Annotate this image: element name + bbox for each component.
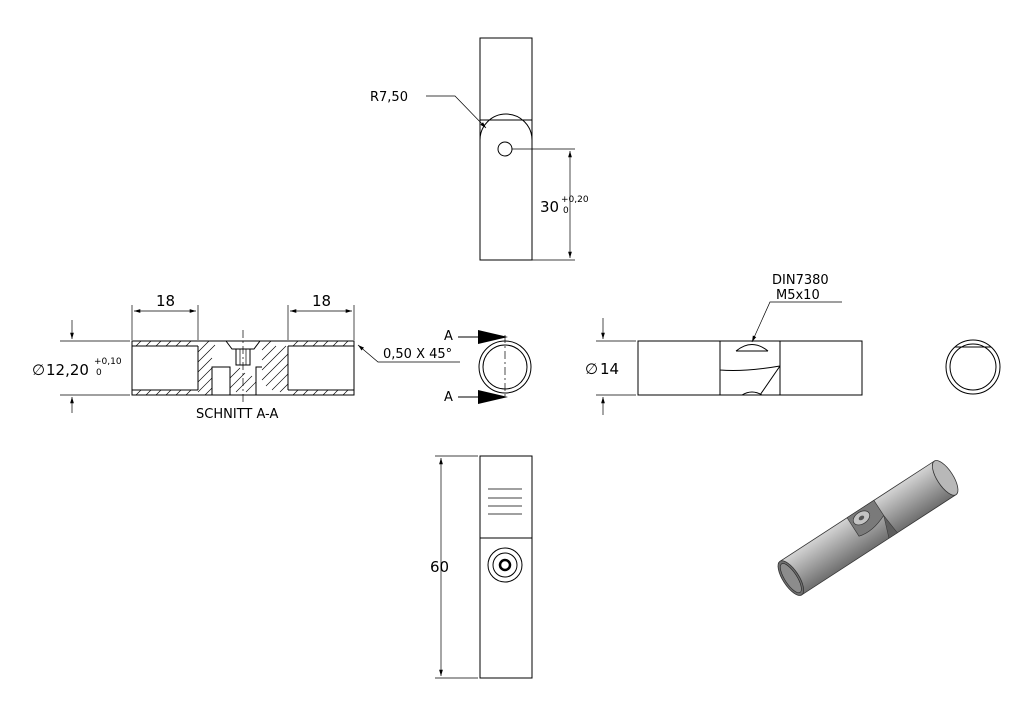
dim-30-value: 30 (540, 198, 559, 216)
dia-12-tol-lower: 0 (96, 368, 102, 378)
chamfer-leader (357, 344, 460, 363)
section-slot-right (255, 366, 262, 395)
bottom-view: 60 (430, 455, 533, 679)
screw-spec-line2: M5x10 (776, 288, 820, 303)
radius-label: R7,50 (370, 90, 408, 105)
screw-leader (751, 301, 842, 343)
bottom-view-outline (479, 455, 533, 679)
cut-arrow-top (478, 330, 508, 344)
side-screw-head (735, 344, 769, 352)
top-view-radius-arc (479, 113, 533, 141)
dim-18-right-value: 18 (312, 292, 331, 310)
end-view: A A (444, 329, 532, 405)
chamfer-label: 0,50 X 45° (383, 347, 452, 362)
bottom-screw-head-mid (492, 552, 518, 578)
dim-30-tol-lower: 0 (563, 206, 569, 216)
right-end-outer (945, 339, 1001, 395)
side-view-outline (637, 340, 863, 396)
dim-60-value: 60 (430, 558, 449, 576)
right-end-view (945, 339, 1001, 395)
dia-12-value: 12,20 (46, 361, 89, 379)
side-view: DIN7380 M5x10 ∅ 14 (585, 273, 863, 415)
dim-30-tol-upper: +0,20 (561, 195, 589, 205)
cut-label-bottom: A (444, 390, 453, 405)
dim-18-left-value: 18 (156, 292, 175, 310)
iso-end-far (931, 460, 959, 496)
cut-label-top: A (444, 329, 453, 344)
section-title: SCHNITT A-A (196, 407, 278, 422)
screw-spec-line1: DIN7380 (772, 273, 829, 288)
dia-14-value: 14 (600, 360, 619, 378)
top-view-hole (497, 141, 513, 157)
section-slot-left (211, 366, 231, 395)
dia-14-symbol: ∅ (585, 360, 598, 378)
section-view: 18 18 ∅ 12,20 +0,10 0 0,50 X 45° SCHNITT… (32, 292, 460, 422)
dia-12-tol-upper: +0,10 (94, 357, 122, 367)
bottom-screw-head-outer (487, 547, 523, 583)
cut-arrow-bottom (478, 390, 508, 404)
isometric-view (777, 460, 959, 596)
top-view: R7,50 30 +0,20 0 (370, 37, 589, 261)
section-hatch (135, 340, 349, 396)
radius-leader (426, 95, 487, 129)
dia-12-symbol: ∅ (32, 361, 45, 379)
bottom-screw-socket (498, 558, 512, 572)
right-end-inner (949, 343, 997, 391)
